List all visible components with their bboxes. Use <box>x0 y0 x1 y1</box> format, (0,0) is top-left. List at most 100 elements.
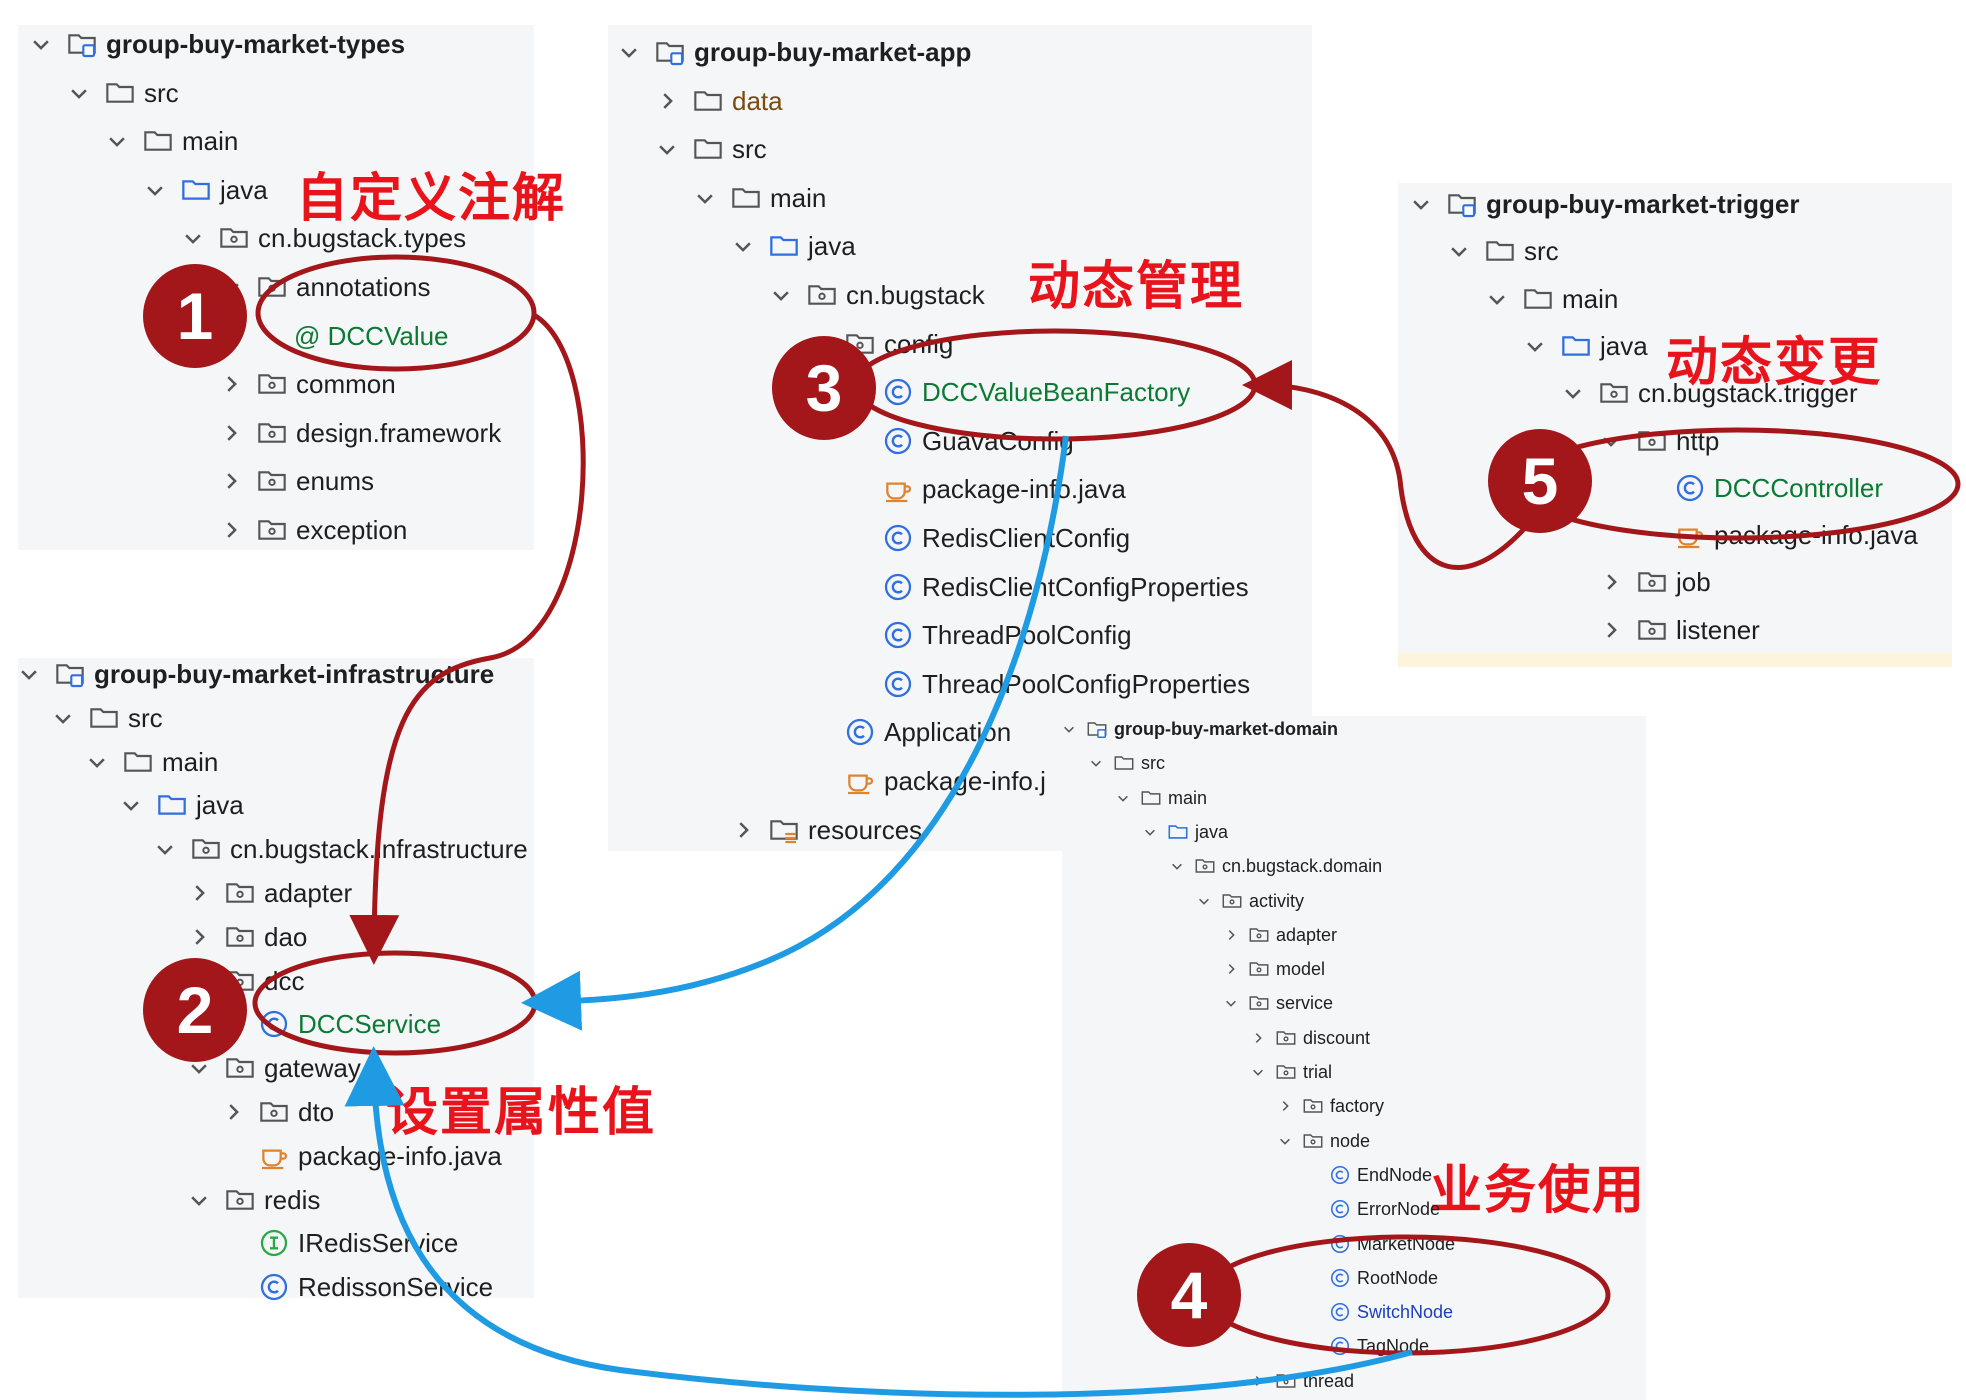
chevron-down-icon[interactable] <box>694 187 716 209</box>
domain-tree-row[interactable]: trial <box>1251 1055 1332 1089</box>
trigger-tree-row[interactable]: DCCController <box>1638 464 1883 512</box>
chevron-right-icon[interactable] <box>732 819 754 841</box>
chevron-down-icon[interactable] <box>1278 1134 1292 1148</box>
domain-tree-row[interactable]: cn.bugstack.domain <box>1170 849 1382 883</box>
types-tree-row[interactable]: src <box>68 69 179 117</box>
infrastructure-tree-row[interactable]: cn.bugstack.infrastructure <box>154 825 528 873</box>
trigger-tree-row[interactable]: job <box>1600 558 1711 606</box>
chevron-down-icon[interactable] <box>106 130 128 152</box>
types-tree-row[interactable]: java <box>144 166 268 214</box>
types-tree-row[interactable]: design.framework <box>220 409 501 457</box>
chevron-right-icon[interactable] <box>220 373 242 395</box>
infrastructure-tree-row[interactable]: adapter <box>188 869 352 917</box>
chevron-down-icon[interactable] <box>182 227 204 249</box>
app-tree-row[interactable]: RedisClientConfig <box>846 514 1130 562</box>
app-tree-row[interactable]: cn.bugstack <box>770 271 985 319</box>
domain-tree-row[interactable]: src <box>1089 746 1165 780</box>
app-tree-row[interactable]: data <box>656 77 783 125</box>
chevron-down-icon[interactable] <box>86 751 108 773</box>
domain-tree-row[interactable]: activity <box>1197 884 1304 918</box>
trigger-tree-row[interactable]: main <box>1486 275 1618 323</box>
domain-tree-row[interactable]: thread <box>1251 1364 1354 1398</box>
app-tree-row[interactable]: DCCValueBeanFactory <box>846 368 1190 416</box>
chevron-down-icon[interactable] <box>1170 859 1184 873</box>
chevron-right-icon[interactable] <box>220 422 242 444</box>
chevron-right-icon[interactable] <box>1278 1099 1292 1113</box>
chevron-down-icon[interactable] <box>18 663 40 685</box>
chevron-down-icon[interactable] <box>1600 430 1622 452</box>
chevron-down-icon[interactable] <box>1224 996 1238 1010</box>
infrastructure-tree-row[interactable]: dao <box>188 913 307 961</box>
chevron-down-icon[interactable] <box>1251 1065 1265 1079</box>
infrastructure-tree-row[interactable]: main <box>86 738 218 786</box>
trigger-tree-row[interactable]: package-info.java <box>1638 511 1918 559</box>
app-tree-row[interactable]: GuavaConfig <box>846 417 1074 465</box>
chevron-down-icon[interactable] <box>68 82 90 104</box>
chevron-down-icon[interactable] <box>1089 756 1103 770</box>
chevron-down-icon[interactable] <box>188 1189 210 1211</box>
domain-tree-row[interactable]: RootNode <box>1305 1261 1438 1295</box>
infrastructure-tree-row[interactable]: RedissonService <box>222 1263 493 1311</box>
types-tree-row[interactable]: main <box>106 117 238 165</box>
types-tree-row[interactable]: common <box>220 360 396 408</box>
types-tree-row[interactable]: cn.bugstack.types <box>182 214 466 262</box>
app-tree-row[interactable]: ThreadPoolConfig <box>846 611 1132 659</box>
app-tree-row[interactable]: package-info.java <box>846 465 1126 513</box>
domain-tree-row[interactable]: main <box>1116 781 1207 815</box>
app-tree-row[interactable]: Application <box>808 708 1011 756</box>
app-tree-row[interactable]: main <box>694 174 826 222</box>
trigger-tree-row[interactable]: listener <box>1600 606 1760 654</box>
chevron-right-icon[interactable] <box>1600 571 1622 593</box>
domain-tree-row[interactable]: MarketNode <box>1305 1227 1455 1261</box>
app-tree-row[interactable]: resources <box>732 806 922 854</box>
app-tree-row[interactable]: group-buy-market-app <box>618 28 971 76</box>
chevron-right-icon[interactable] <box>220 519 242 541</box>
chevron-down-icon[interactable] <box>144 179 166 201</box>
app-tree-row[interactable]: RedisClientConfigProperties <box>846 563 1249 611</box>
trigger-tree-row[interactable]: java <box>1524 322 1648 370</box>
trigger-tree-row[interactable]: http <box>1600 417 1719 465</box>
infrastructure-tree-row[interactable]: IRedisService <box>222 1219 458 1267</box>
chevron-right-icon[interactable] <box>188 882 210 904</box>
chevron-down-icon[interactable] <box>120 794 142 816</box>
infrastructure-tree-row[interactable]: group-buy-market-infrastructure <box>18 650 494 698</box>
chevron-down-icon[interactable] <box>656 138 678 160</box>
chevron-down-icon[interactable] <box>1197 894 1211 908</box>
chevron-down-icon[interactable] <box>30 33 52 55</box>
chevron-right-icon[interactable] <box>220 470 242 492</box>
chevron-down-icon[interactable] <box>1448 240 1470 262</box>
infrastructure-tree-row[interactable]: package-info.java <box>222 1132 502 1180</box>
domain-tree-row[interactable]: java <box>1143 815 1228 849</box>
chevron-down-icon[interactable] <box>1562 382 1584 404</box>
domain-tree-row[interactable]: adapter <box>1224 918 1337 952</box>
domain-tree-row[interactable]: discount <box>1251 1021 1370 1055</box>
chevron-down-icon[interactable] <box>1524 335 1546 357</box>
chevron-down-icon[interactable] <box>52 707 74 729</box>
domain-tree-row[interactable]: ErrorNode <box>1305 1192 1440 1226</box>
domain-tree-row[interactable]: EndNode <box>1305 1158 1432 1192</box>
chevron-right-icon[interactable] <box>1224 962 1238 976</box>
types-tree-row[interactable]: enums <box>220 457 374 505</box>
domain-tree-row[interactable]: node <box>1278 1124 1370 1158</box>
types-tree-row[interactable]: @ DCCValue <box>258 312 449 360</box>
app-tree-row[interactable]: src <box>656 125 767 173</box>
domain-tree-row[interactable]: SwitchNode <box>1305 1295 1453 1329</box>
infrastructure-tree-row[interactable]: redis <box>188 1176 320 1224</box>
chevron-down-icon[interactable] <box>1410 193 1432 215</box>
chevron-down-icon[interactable] <box>1143 825 1157 839</box>
chevron-right-icon[interactable] <box>1600 619 1622 641</box>
domain-tree-row[interactable]: service <box>1224 986 1333 1020</box>
types-tree-row[interactable]: annotations <box>220 263 430 311</box>
chevron-down-icon[interactable] <box>1486 288 1508 310</box>
chevron-right-icon[interactable] <box>222 1101 244 1123</box>
chevron-down-icon[interactable] <box>188 1057 210 1079</box>
trigger-tree-row[interactable]: src <box>1448 227 1559 275</box>
types-tree-row[interactable]: exception <box>220 506 407 554</box>
app-tree-row[interactable]: java <box>732 222 856 270</box>
domain-tree-row[interactable]: TagNode <box>1305 1329 1429 1363</box>
infrastructure-tree-row[interactable]: src <box>52 694 163 742</box>
app-tree-row[interactable]: package-info.j <box>808 757 1046 805</box>
domain-tree-row[interactable]: factory <box>1278 1089 1384 1123</box>
trigger-tree-row[interactable]: cn.bugstack.trigger <box>1562 369 1858 417</box>
app-tree-row[interactable]: ThreadPoolConfigProperties <box>846 660 1250 708</box>
